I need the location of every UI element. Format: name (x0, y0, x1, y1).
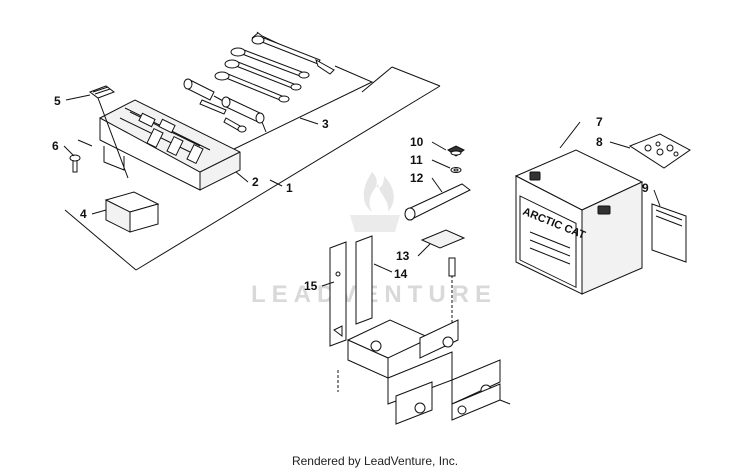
callout-12: 12 (410, 171, 424, 185)
callout-2: 2 (252, 175, 259, 189)
callout-numbers: 1 2 3 4 5 6 7 8 9 10 11 12 13 14 15 (52, 94, 649, 293)
tool-kit-tools (183, 31, 335, 133)
assembly-bracket-1 (64, 66, 441, 271)
callout-6: 6 (52, 139, 59, 153)
callout-3: 3 (322, 117, 329, 131)
callout-7: 7 (596, 115, 603, 129)
watermark-text: LEADVENTURE (251, 281, 497, 308)
tool-tray (77, 99, 241, 191)
callout-8: 8 (596, 135, 603, 149)
terminal-hardware-bag (609, 133, 691, 169)
battery: ARCTIC CAT (514, 121, 644, 295)
callout-14: 14 (394, 267, 408, 281)
callout-11: 11 (410, 153, 423, 167)
callout-10: 10 (410, 135, 424, 149)
mounting-bracket (337, 319, 511, 425)
retainer-bars (321, 235, 393, 347)
screw (69, 154, 81, 173)
callout-1: 1 (286, 181, 293, 195)
leader-lines (63, 94, 319, 215)
callout-9: 9 (642, 181, 649, 195)
foam-block (104, 191, 160, 233)
callout-5: 5 (54, 94, 61, 108)
callout-4: 4 (80, 207, 87, 221)
decal-label (88, 85, 129, 179)
footer-credit: Rendered by LeadVenture, Inc. (292, 454, 458, 468)
callout-13: 13 (396, 249, 410, 263)
callout-15: 15 (304, 279, 318, 293)
battery-decal (651, 189, 687, 263)
